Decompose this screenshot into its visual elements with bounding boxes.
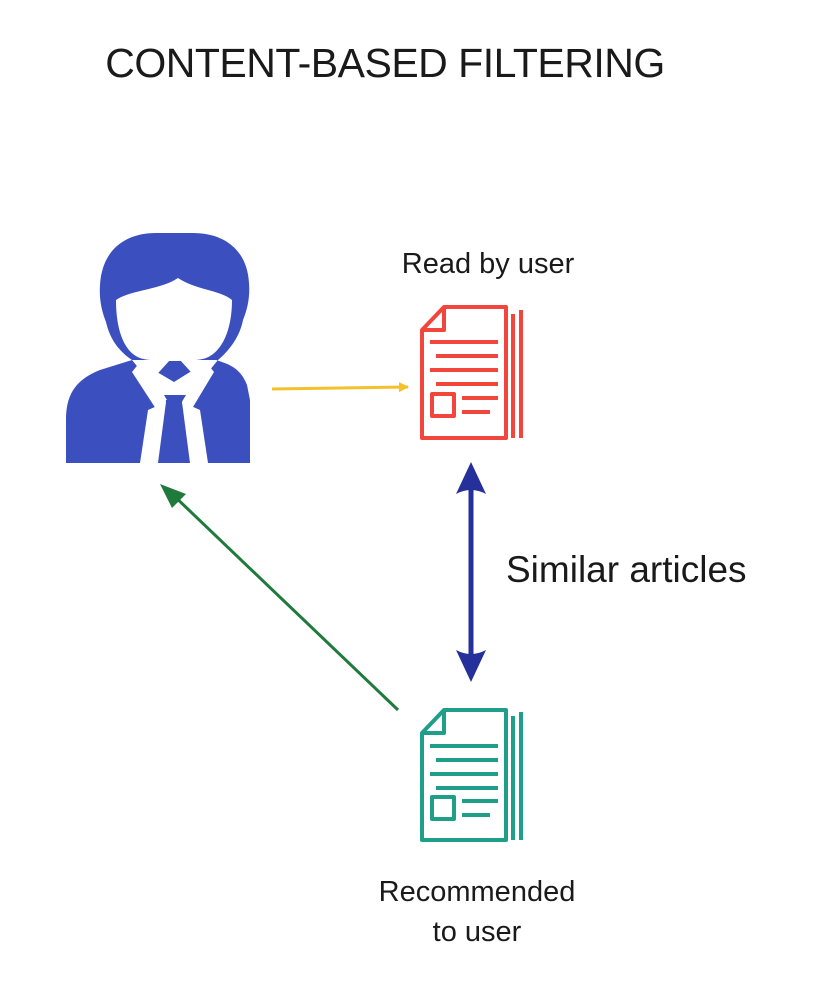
recommended-label-line1: Recommended — [378, 876, 576, 908]
arrow-user-to-read — [271, 382, 409, 393]
user-icon — [66, 232, 250, 463]
diagram-title: CONTENT-BASED FILTERING — [105, 40, 665, 86]
read-by-user-label: Read by user — [401, 248, 575, 280]
arrow-similar-articles — [456, 462, 486, 682]
arrow-recommended-to-user — [160, 484, 400, 712]
similar-articles-label: Similar articles — [506, 549, 747, 590]
recommended-to-user-label: Recommended to user — [340, 872, 614, 952]
read-document-icon — [420, 305, 523, 440]
recommended-label-line2: to user — [432, 916, 522, 948]
recommended-document-icon — [420, 708, 523, 842]
